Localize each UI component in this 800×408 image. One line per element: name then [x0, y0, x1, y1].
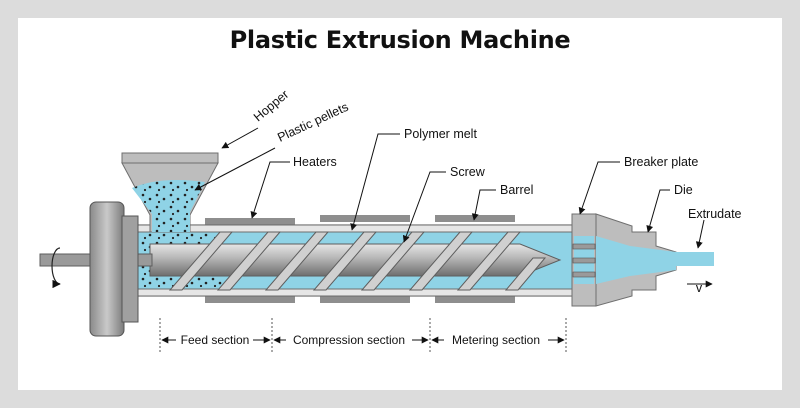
label-extrudate: Extrudate [688, 207, 742, 221]
label-breaker-plate: Breaker plate [624, 155, 698, 169]
label-heaters: Heaters [293, 155, 337, 169]
label-compression-section: Compression section [293, 333, 405, 347]
section-dividers [159, 318, 567, 352]
label-barrel: Barrel [500, 183, 533, 197]
hopper [121, 152, 219, 233]
diagram-title: Plastic Extrusion Machine [229, 26, 571, 54]
drive-wheel [89, 201, 139, 337]
die [595, 213, 677, 307]
label-plastic-pellets: Plastic pellets [275, 100, 350, 145]
output-arrow-marker: v [696, 281, 703, 295]
leader-lines [194, 127, 705, 249]
label-feed-section: Feed section [181, 333, 250, 347]
label-screw: Screw [450, 165, 486, 179]
rotation-arrow [51, 247, 61, 289]
label-hopper: Hopper [251, 87, 291, 124]
label-polymer-melt: Polymer melt [404, 127, 477, 141]
extrudate [676, 252, 714, 266]
label-die: Die [674, 183, 693, 197]
label-metering-section: Metering section [452, 333, 540, 347]
breaker-plate-assembly [571, 213, 597, 307]
